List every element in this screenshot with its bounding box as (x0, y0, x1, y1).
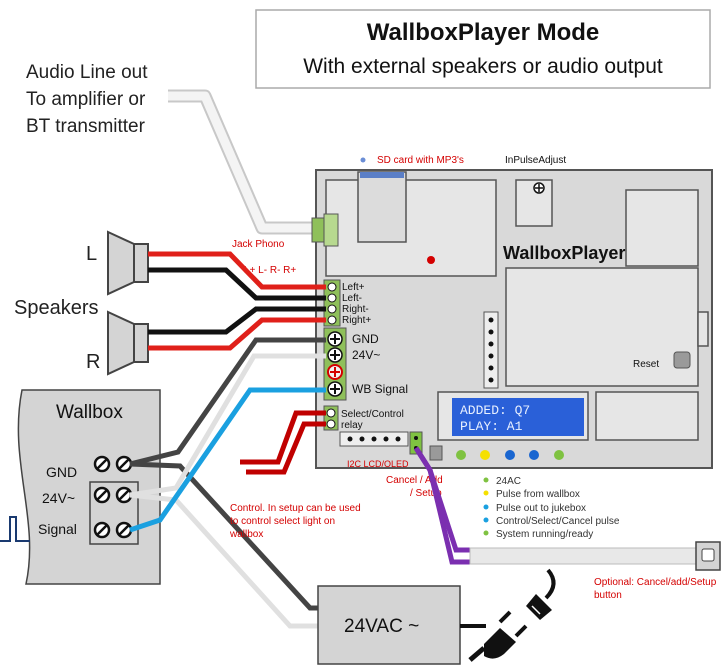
wire-signal (129, 387, 326, 533)
relay-label-2: relay (341, 420, 363, 431)
title-main: WallboxPlayer Mode (367, 19, 600, 46)
wire-left-plus (148, 251, 326, 290)
speaker-right (107, 310, 149, 376)
board-cancel-button[interactable] (429, 445, 443, 461)
pin-right-plus: Right+ (342, 315, 371, 326)
audio-out-line-1: Audio Line out (26, 62, 148, 83)
wire-gnd-to-board (129, 337, 326, 467)
wallbox-title: Wallbox (56, 402, 123, 423)
speaker-left (107, 230, 149, 296)
plug-icon (468, 568, 556, 662)
wallbox-screws (93, 455, 133, 539)
psu-label: 24VAC ~ (344, 616, 419, 637)
wire-right-minus (148, 306, 326, 335)
cancel-label-1: Cancel / Add (386, 475, 443, 486)
module-main (505, 267, 699, 387)
pin-right-minus: Right- (342, 304, 369, 315)
control-note-1: Control. In setup can be used (230, 503, 361, 514)
sd-card-module (325, 179, 497, 277)
legend: 24AC Pulse from wallbox Pulse out to juk… (483, 476, 620, 540)
led-2 (480, 450, 490, 460)
control-note-3: wallbox (229, 529, 263, 540)
sd-card (357, 171, 407, 243)
header-pins (483, 311, 499, 389)
relay-label-1: Select/Control (341, 409, 404, 420)
pin-24v: 24V~ (352, 348, 380, 362)
lcd-screen (452, 398, 584, 436)
cancel-label-2: / Setup (410, 488, 442, 499)
audio-cable (168, 89, 312, 235)
legend-item-5: System running/ready (496, 529, 593, 540)
led-5 (554, 450, 564, 460)
wire-relay-1 (240, 410, 326, 465)
psu: 24VAC ~ (317, 585, 461, 665)
control-note-2: to control select light on (230, 516, 335, 527)
speaker-terminal-label: L+ L- R- R+ (244, 265, 296, 276)
lcd-line-2: PLAY: A1 (460, 419, 523, 434)
sd-card-label: SD card with MP3's (377, 155, 464, 166)
wire-24v-to-psu (129, 492, 320, 629)
led-3 (505, 450, 515, 460)
title-box: WallboxPlayer Mode With external speaker… (255, 9, 711, 89)
legend-item-4: Control/Select/Cancel pulse (496, 516, 620, 527)
speaker-terminal (323, 279, 341, 327)
audio-out-line-2: To amplifier or (26, 89, 146, 110)
audio-out-line-3: BT transmitter (26, 116, 146, 137)
board-name: WallboxPlayer (503, 243, 625, 263)
led-4 (529, 450, 539, 460)
wire-gnd-to-psu (129, 461, 320, 611)
reset-button[interactable] (673, 351, 691, 369)
wire-24v-to-board (129, 353, 326, 498)
lcd-line-1: ADDED: Q7 (460, 403, 530, 418)
speaker-right-label: R (86, 351, 100, 373)
wallbox-24v: 24V~ (42, 490, 75, 506)
pin-wb-signal: WB Signal (352, 382, 408, 396)
led-1 (456, 450, 466, 460)
i2c-label: I2C LCD/OLED (347, 459, 409, 469)
legend-item-2: Pulse from wallbox (496, 489, 580, 500)
wire-left-minus (148, 267, 326, 301)
reset-label: Reset (633, 359, 659, 370)
pulse-icon (0, 516, 30, 542)
wire-relay-2 (246, 421, 326, 475)
module-bottom-right (595, 391, 699, 441)
wire-right-plus (148, 317, 326, 351)
pin-left-minus: Left- (342, 293, 362, 304)
optional-cable (469, 547, 697, 565)
wallbox-gnd: GND (46, 464, 77, 480)
speakers-label: Speakers (14, 297, 99, 319)
jack-label: Jack Phono (232, 239, 285, 250)
inpulse-label: InPulseAdjust (505, 155, 566, 166)
module-top-right (625, 189, 699, 267)
legend-item-1: 24AC (496, 476, 521, 487)
audio-out-label: Audio Line out To amplifier or BT transm… (26, 62, 148, 137)
speaker-left-label: L (86, 243, 97, 265)
optional-label-2: button (594, 590, 622, 601)
title-sub: With external speakers or audio output (303, 55, 663, 78)
legend-item-3: Pulse out to jukebox (496, 503, 586, 514)
board: ADDED: Q7 PLAY: A1 (311, 169, 713, 469)
optional-label-1: Optional: Cancel/add/Setup (594, 577, 717, 588)
pin-left-plus: Left+ (342, 282, 365, 293)
wallbox-signal: Signal (38, 521, 77, 537)
pin-gnd: GND (352, 332, 379, 346)
